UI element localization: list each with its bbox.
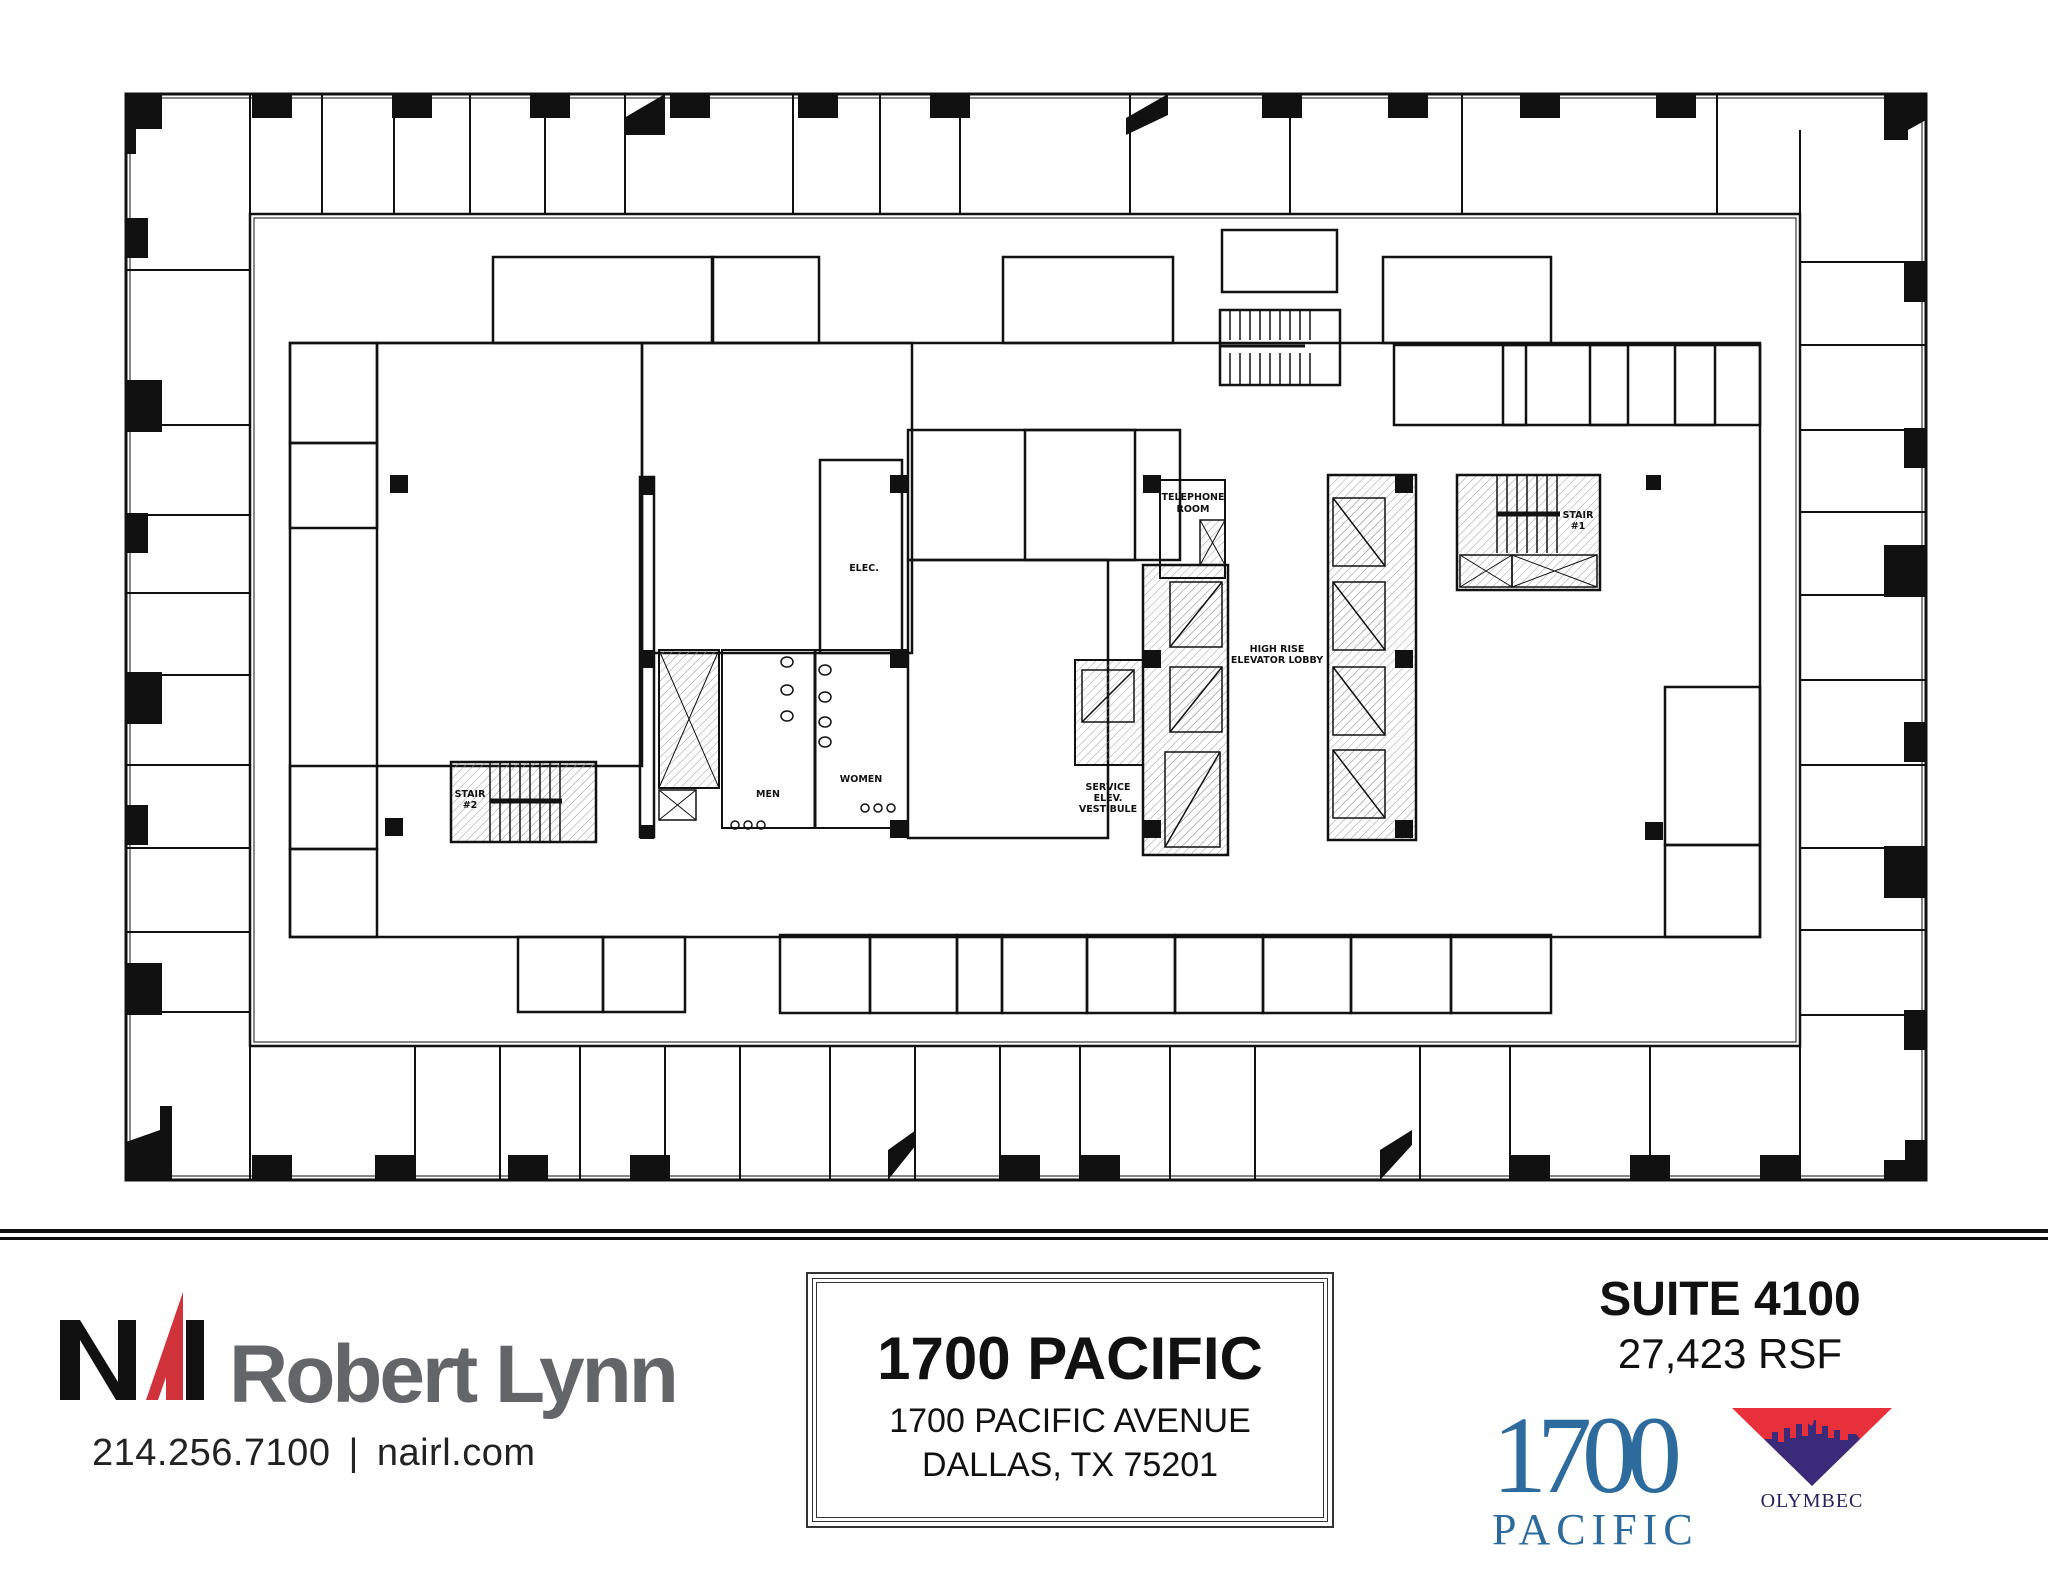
divider-line <box>0 1237 2048 1240</box>
contact-separator: | <box>348 1432 359 1474</box>
label-high-rise-lobby: HIGH RISE <box>1250 644 1305 655</box>
pacific-logo-word: PACIFIC <box>1492 1505 1699 1554</box>
elevator-bank-west <box>1074 519 1230 857</box>
property-name: 1700 PACIFIC <box>877 1325 1263 1392</box>
suite-area: 27,423 RSF <box>1617 1330 1843 1377</box>
floor-plan: TELEPHONE ROOM ELEC. HIGH RISE ELEVATOR … <box>124 92 1928 1182</box>
label-elec: ELEC. <box>849 563 879 574</box>
label-stair-1: STAIR <box>1563 510 1594 521</box>
svg-text:ROOM: ROOM <box>1177 504 1210 515</box>
broker-name: Robert Lynn <box>229 1329 679 1420</box>
broker-contact: 214.256.7100 | nairl.com <box>92 1432 535 1475</box>
label-service-vestibule: SERVICE <box>1086 782 1131 793</box>
stair-1 <box>1455 473 1602 592</box>
pacific-logo-number: 1700 <box>1492 1394 1682 1516</box>
broker-logo: Robert Lynn <box>58 1292 679 1416</box>
label-stair-2: STAIR <box>455 789 486 800</box>
property-street: 1700 PACIFIC AVENUE <box>889 1402 1251 1440</box>
divider-line <box>0 1229 2048 1233</box>
label-women: WOMEN <box>840 774 882 785</box>
suite-title: SUITE 4100 <box>1599 1273 1861 1326</box>
nai-logo-icon <box>60 1292 204 1400</box>
svg-text:VESTIBULE: VESTIBULE <box>1079 804 1137 815</box>
olymbec-logo-word: OLYMBEC <box>1760 1490 1864 1512</box>
label-men: MEN <box>756 789 780 800</box>
svg-text:ELEVATOR LOBBY: ELEVATOR LOBBY <box>1231 655 1323 666</box>
label-telephone-room: TELEPHONE <box>1162 492 1225 503</box>
olymbec-eagle-icon <box>1732 1408 1892 1486</box>
structural-columns <box>126 94 1926 1180</box>
broker-phone[interactable]: 214.256.7100 <box>92 1432 331 1474</box>
stair-2 <box>449 760 598 844</box>
egress-stair <box>1218 308 1342 387</box>
svg-text:ELEV.: ELEV. <box>1094 793 1123 804</box>
room-labels: TELEPHONE ROOM ELEC. HIGH RISE ELEVATOR … <box>455 492 1594 815</box>
svg-text:#1: #1 <box>1571 521 1586 532</box>
property-address-box: 1700 PACIFIC 1700 PACIFIC AVENUE DALLAS,… <box>806 1272 1334 1528</box>
broker-website[interactable]: nairl.com <box>376 1432 536 1474</box>
corridor-outer <box>248 212 1802 1048</box>
pacific-logo: 1700 PACIFIC <box>1492 1394 1699 1554</box>
svg-text:#2: #2 <box>463 800 478 811</box>
property-city: DALLAS, TX 75201 <box>921 1446 1219 1484</box>
